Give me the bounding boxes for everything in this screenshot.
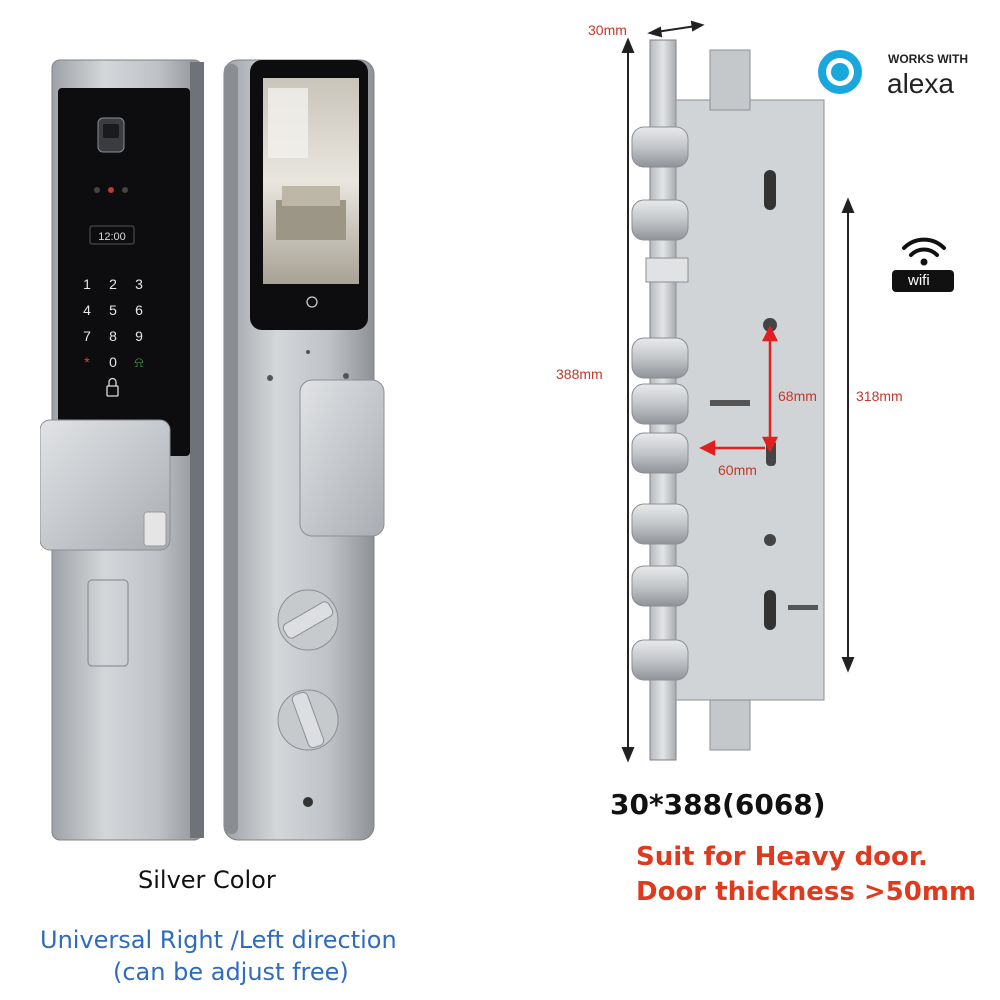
key-1: 1 [83, 276, 91, 292]
keypad: 1 2 3 4 5 6 7 8 9 * 0 ⍾ [83, 276, 144, 370]
key-6: 6 [135, 302, 143, 318]
mortise-svg [621, 20, 855, 763]
bell-icon: ⍾ [134, 354, 143, 370]
note-line-2: Door thickness >50mm [636, 877, 977, 907]
alexa-badge: WORKS WITH alexa [818, 46, 978, 106]
wifi-badge: wifi [892, 232, 956, 294]
clock-display: 12:00 [98, 231, 126, 243]
note-line-1: Suit for Heavy door. [636, 842, 928, 872]
backset-label: 60mm [718, 462, 757, 478]
wifi-icon [902, 237, 946, 266]
key-0: 0 [109, 354, 117, 370]
distance-label: 318mm [856, 388, 903, 404]
dimension-arrows [621, 20, 855, 763]
direction-line-1: Universal Right /Left direction [40, 926, 397, 954]
smart-lock-illustration: 1 2 3 4 5 6 7 8 9 * 0 ⍾ 12:00 [39, 50, 390, 850]
mortise-diagram [560, 20, 880, 780]
alexa-brand-text: alexa [887, 68, 954, 99]
key-9: 9 [135, 328, 143, 344]
height-label: 388mm [556, 366, 603, 382]
color-label: Silver Color [138, 866, 276, 894]
deadbolts [631, 126, 689, 681]
key-3: 3 [135, 276, 143, 292]
direction-line-2: (can be adjust free) [113, 958, 349, 986]
rear-panel [223, 59, 385, 841]
key-4: 4 [83, 302, 91, 318]
front-handle [39, 419, 171, 551]
key-cover [87, 579, 129, 667]
key-7: 7 [83, 328, 91, 344]
model-label: 30*388(6068) [610, 788, 826, 821]
key-star: * [84, 354, 90, 370]
alexa-top-text: WORKS WITH [888, 52, 968, 66]
key-8: 8 [109, 328, 117, 344]
wifi-label: wifi [908, 272, 930, 289]
width-label: 30mm [588, 22, 627, 38]
alexa-logo-icon [818, 50, 862, 94]
key-5: 5 [109, 302, 117, 318]
cylinder-spacing-label: 68mm [778, 388, 817, 404]
key-2: 2 [109, 276, 117, 292]
smart-lock-svg: 1 2 3 4 5 6 7 8 9 * 0 ⍾ 12:00 [39, 59, 385, 841]
measurement-arrows [699, 325, 779, 457]
padlock-icon [106, 377, 119, 397]
